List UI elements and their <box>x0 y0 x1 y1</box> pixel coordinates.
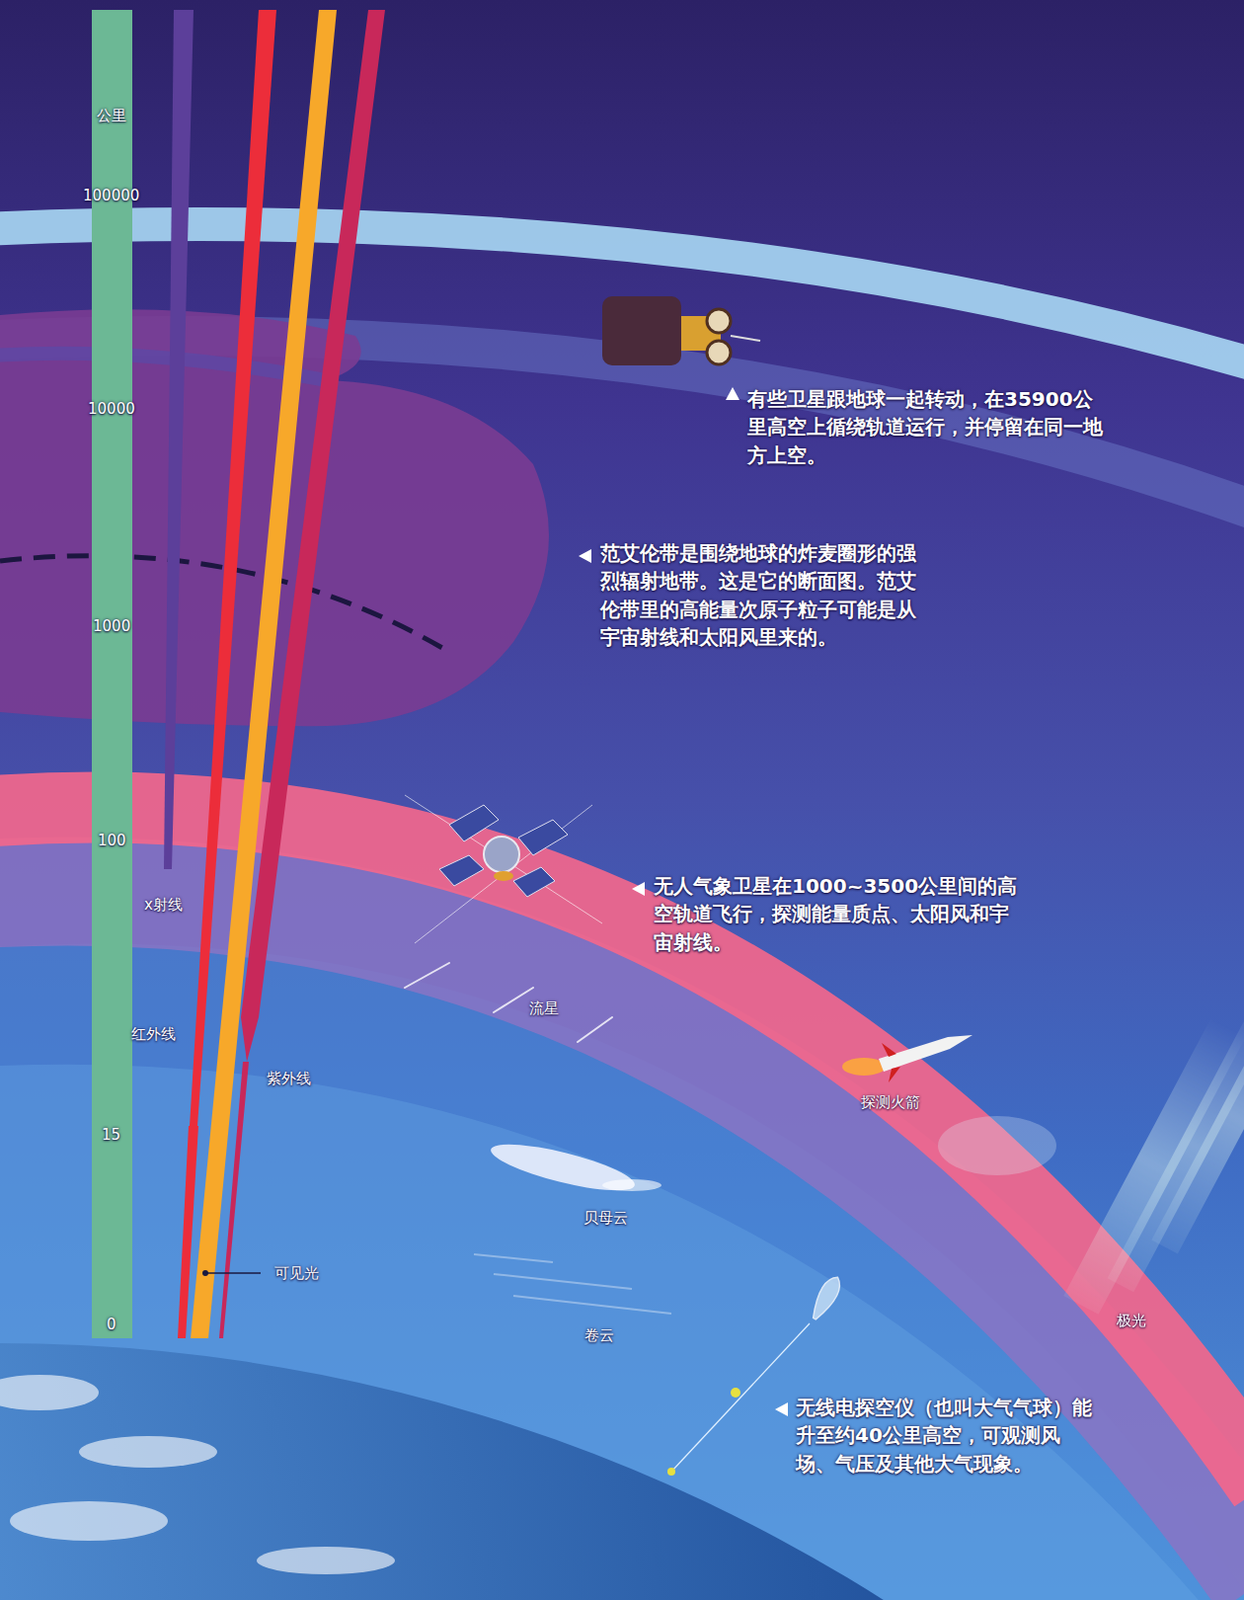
instrument-pack <box>667 1467 676 1476</box>
cirrus-streak <box>493 1273 632 1289</box>
altitude-tick: 10000 <box>87 399 136 418</box>
callout-pointer <box>631 881 645 896</box>
ray-label: x射线 <box>144 895 183 915</box>
ray-label: 紫外线 <box>266 1069 311 1089</box>
satellite-base <box>493 870 514 881</box>
altitude-tick: 1000 <box>92 617 131 635</box>
satellite-glint <box>404 794 603 924</box>
van-allen-gap <box>0 353 326 381</box>
phenomenon-label: 极光 <box>1116 1311 1147 1330</box>
cloud <box>78 1435 218 1468</box>
aurora-ray <box>1151 978 1244 1254</box>
meteors <box>404 962 613 1042</box>
altitude-scale-bar <box>91 9 133 1338</box>
balloon-tether <box>671 1322 810 1472</box>
phenomenon-label: 卷云 <box>584 1325 615 1345</box>
sounding-rocket <box>842 1034 973 1083</box>
callout-text: 范艾伦带是围绕地球的炸麦圈形的强烈辐射地带。这是它的断面图。范艾伦带里的高能量次… <box>600 539 927 652</box>
leader-line <box>205 1271 261 1274</box>
altitude-tick: 100000 <box>82 186 140 205</box>
callout-text: 有些卫星跟地球一起转动，在35900公里高空上循绕轨道运行，并停留在同一地方上空… <box>747 385 1103 469</box>
cloud <box>0 1374 99 1410</box>
callout-pointer <box>725 387 740 400</box>
phenomenon-label: 探测火箭 <box>860 1092 921 1112</box>
meteor <box>493 987 534 1012</box>
x-ray-beam <box>163 9 194 869</box>
ultraviolet-beam <box>240 9 386 1062</box>
satellite-body <box>602 296 682 366</box>
cirrus-streak <box>473 1253 553 1262</box>
callout-pointer <box>775 1401 788 1416</box>
phenomenon-label: 贝母云 <box>583 1208 628 1228</box>
phenomenon-label: 流星 <box>529 999 559 1018</box>
satellite-dish <box>706 340 731 365</box>
earth-clouds <box>0 1374 395 1574</box>
aurora <box>937 978 1244 1315</box>
nacreous-cloud <box>487 1134 662 1199</box>
solar-panel <box>518 819 568 856</box>
visible-light-beam <box>190 9 337 1338</box>
meteor <box>404 962 450 988</box>
earth <box>0 1342 1244 1600</box>
satellite-core <box>483 836 520 872</box>
weather-satellite <box>404 794 603 943</box>
satellite-dish <box>706 309 731 333</box>
rocket-fin <box>888 1066 901 1083</box>
rocket-flame <box>842 1057 886 1076</box>
altitude-tick: 100 <box>97 831 127 850</box>
meteor <box>577 1016 613 1042</box>
cirrus-cloud <box>473 1253 672 1314</box>
cirrus-streak <box>513 1295 672 1314</box>
aurora-glow <box>937 1115 1057 1175</box>
ultraviolet-beam-lower <box>219 1061 249 1338</box>
cloud <box>256 1546 395 1574</box>
solar-panel <box>513 866 555 897</box>
balloon <box>806 1272 846 1322</box>
ray-label: 红外线 <box>131 1024 176 1044</box>
rocket-body <box>878 1034 973 1072</box>
callout-pointer <box>578 548 592 563</box>
altitude-tick: 0 <box>106 1315 117 1333</box>
callout-text: 无线电探空仪（也叫大气气球）能升至约40公里高空，可观测风场、气压及其他大气现象… <box>795 1393 1092 1478</box>
solar-panel <box>439 855 484 886</box>
ray-label: 可见光 <box>274 1263 319 1283</box>
satellite-glint <box>414 804 593 943</box>
rocket-fin <box>881 1042 897 1057</box>
cloud <box>9 1500 168 1541</box>
instrument-pack <box>730 1387 741 1398</box>
satellite-antenna <box>730 335 761 341</box>
altitude-tick: 15 <box>101 1125 121 1144</box>
callout-text: 无人气象卫星在1000~3500公里间的高空轨道飞行，探测能量质点、太阳风和宇宙… <box>653 871 1019 956</box>
axis-unit: 公里 <box>96 106 127 126</box>
cloud-shape <box>602 1178 662 1191</box>
solar-panel <box>449 804 499 842</box>
geostationary-satellite <box>602 296 761 366</box>
